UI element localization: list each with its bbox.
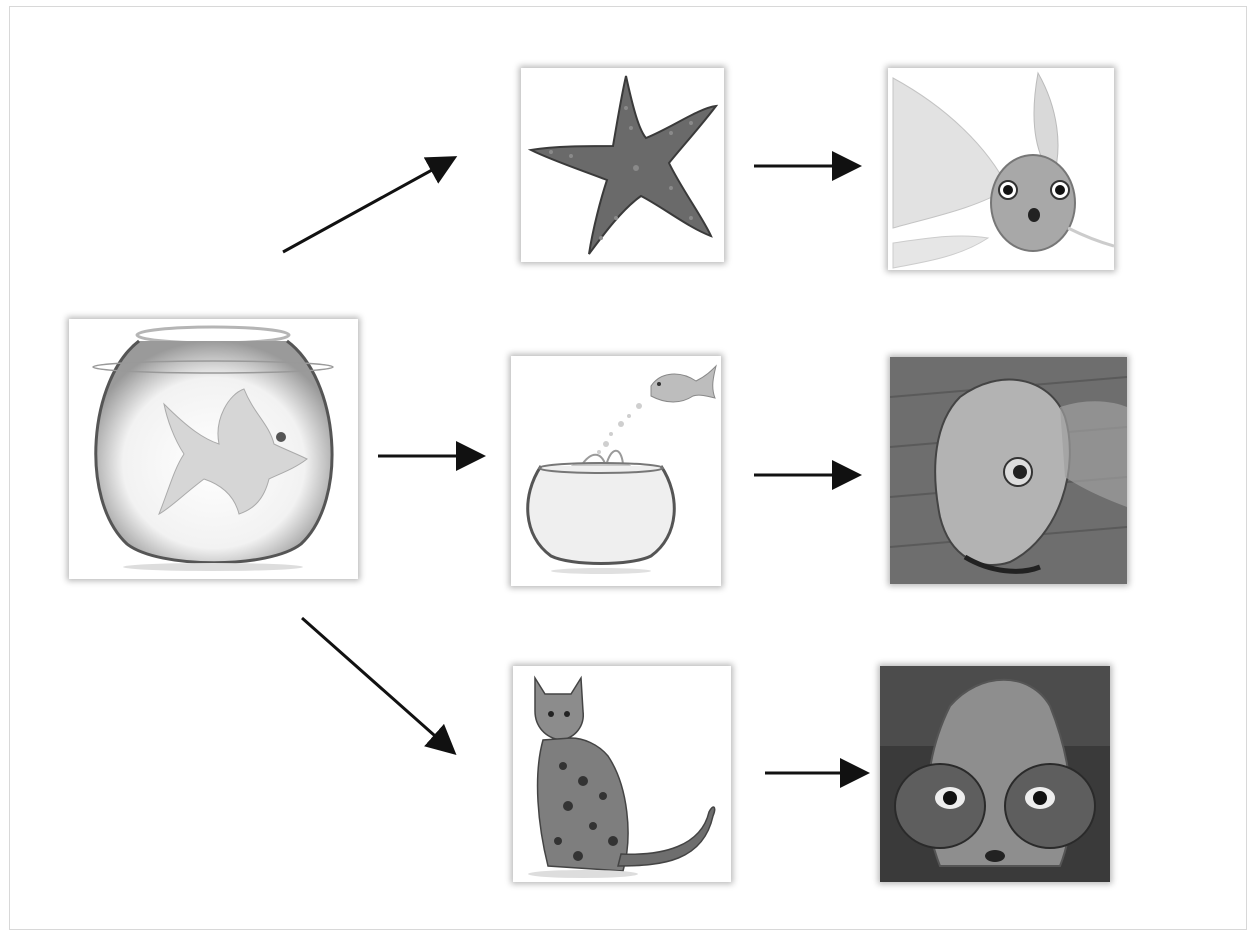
goldfish-in-bowl-icon [69,319,358,579]
fantail-goldfish-icon [888,68,1114,270]
arrow-to-cat [302,618,452,751]
result-tile-fantail [888,68,1114,270]
result-tile-bubble-eye [880,666,1110,882]
goldfish-closeup-icon [890,357,1127,584]
middle-tile-cat [513,666,731,882]
middle-tile-starfish [521,68,724,262]
bubble-eye-goldfish-icon [880,666,1110,882]
middle-tile-jumping-fish [511,356,721,586]
result-tile-closeup [890,357,1127,584]
starfish-icon [521,68,724,262]
arrow-to-starfish [283,159,452,252]
tabby-cat-icon [513,666,731,882]
source-tile [69,319,358,579]
fish-jumping-from-bowl-icon [511,356,721,586]
